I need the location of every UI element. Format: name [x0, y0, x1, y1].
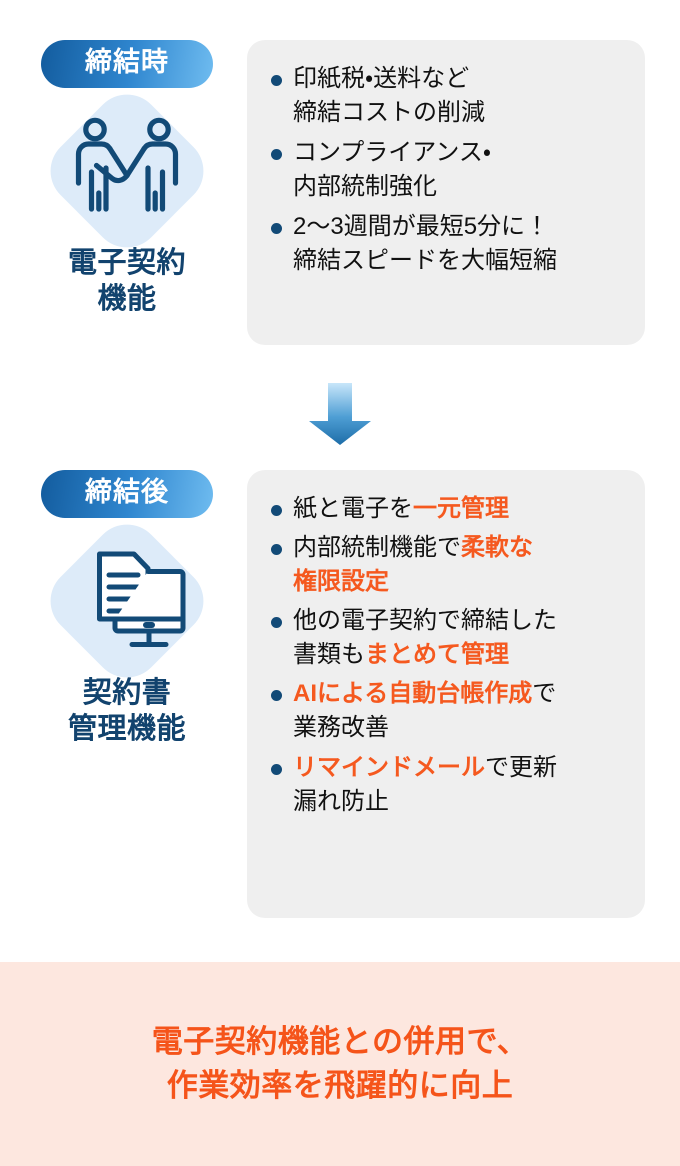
- bullet-text: 締結コストの削減: [293, 99, 485, 127]
- handshake-icon: [75, 117, 179, 212]
- down-arrow-icon: [309, 383, 371, 445]
- summary-banner-line2: 作業効率を飛躍的に向上: [166, 1068, 514, 1103]
- list-item: 他の電子契約で締結した書類もまとめて管理: [269, 604, 627, 672]
- bullet-text: 漏れ防止: [293, 787, 389, 815]
- card-signing-benefits: 印紙税・送料など締結コストの削減 コンプライアンス・内部統制強化 2〜3週間が最…: [247, 40, 645, 345]
- highlight-text: AIによる自動台帳作成: [293, 680, 533, 708]
- bullet-text: 書類も: [293, 641, 365, 669]
- bullet-text: 紙と電子を: [293, 495, 413, 522]
- signing-icon-wrap: [18, 80, 236, 262]
- list-item: コンプライアンス・内部統制強化: [269, 136, 627, 204]
- card-management-benefits: 紙と電子を一元管理 内部統制機能で柔軟な権限設定 他の電子契約で締結した書類もま…: [247, 470, 645, 918]
- badge-management: 締結後: [41, 470, 213, 518]
- feature-label-management-line2: 管理機能: [67, 712, 186, 745]
- bullet-text: で更新: [485, 753, 557, 781]
- summary-banner-text: 電子契約機能との併用で、 作業効率を飛躍的に向上: [152, 1020, 528, 1108]
- bullet-text: 内部統制機能で: [293, 534, 461, 562]
- list-item: 印紙税・送料など締結コストの削減: [269, 62, 627, 130]
- management-benefit-list: 紙と電子を一元管理 内部統制機能で柔軟な権限設定 他の電子契約で締結した書類もま…: [269, 492, 627, 819]
- list-item: 紙と電子を一元管理: [269, 492, 627, 526]
- highlight-text: まとめて管理: [365, 641, 509, 669]
- bullet-text: 他の電子契約で締結した: [293, 607, 557, 635]
- list-item: 内部統制機能で柔軟な権限設定: [269, 531, 627, 599]
- summary-banner-line1: 電子契約機能との併用で、: [151, 1023, 529, 1059]
- highlight-text: 一元管理: [413, 495, 509, 522]
- highlight-text: 権限設定: [293, 568, 389, 596]
- section-management: 締結後: [0, 470, 680, 925]
- list-item: リマインドメールで更新漏れ防止: [269, 751, 627, 819]
- management-icon-wrap: [18, 510, 236, 692]
- bullet-text: 印紙税・送料など: [293, 65, 470, 92]
- feature-label-management: 契約書 管理機能: [18, 676, 236, 748]
- feature-label-signing-line1: 電子契約: [67, 246, 186, 279]
- document-monitor-icon: [97, 551, 186, 647]
- section-signing: 締結時: [0, 40, 680, 370]
- feature-label-signing-line2: 機能: [97, 282, 157, 315]
- list-item: AIによる自動台帳作成で業務改善: [269, 677, 627, 745]
- bullet-text: で: [532, 680, 557, 708]
- bullet-text: 2〜3週間が最短5分に！: [293, 213, 550, 241]
- bullet-text: コンプライアンス・: [293, 139, 491, 167]
- bullet-text: 締結スピードを大幅短縮: [293, 247, 557, 275]
- signing-left-column: 締結時: [18, 40, 236, 318]
- summary-banner: 電子契約機能との併用で、 作業効率を飛躍的に向上: [0, 962, 680, 1166]
- bullet-text: 内部統制強化: [293, 173, 437, 201]
- feature-label-signing: 電子契約 機能: [18, 246, 236, 318]
- badge-signing: 締結時: [41, 40, 213, 88]
- highlight-text: 柔軟な: [461, 534, 533, 562]
- flow-arrow-wrap: [0, 383, 680, 449]
- management-left-column: 締結後: [18, 470, 236, 748]
- highlight-text: リマインドメール: [293, 753, 485, 781]
- list-item: 2〜3週間が最短5分に！ 締結スピードを大幅短縮: [269, 210, 627, 278]
- feature-label-management-line1: 契約書: [82, 676, 172, 709]
- bullet-text: 業務改善: [293, 714, 389, 742]
- signing-benefit-list: 印紙税・送料など締結コストの削減 コンプライアンス・内部統制強化 2〜3週間が最…: [269, 62, 627, 278]
